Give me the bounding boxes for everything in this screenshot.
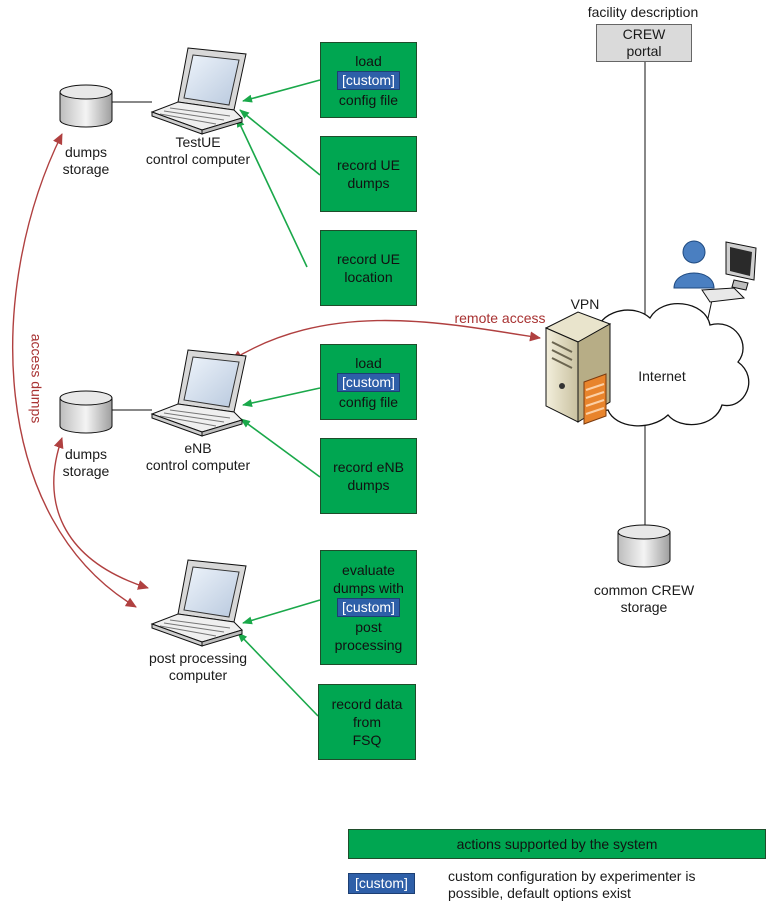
action-line: config file <box>338 393 399 410</box>
action-arrows <box>236 79 321 717</box>
action-line: from <box>353 714 381 730</box>
action-enb-load-config[interactable]: load [custom] config file <box>320 344 417 420</box>
legend-custom-row: [custom] <box>348 872 415 895</box>
label-line: computer <box>168 667 228 683</box>
action-line: evaluate <box>342 562 395 578</box>
action-line: record data <box>331 696 403 712</box>
server-icon <box>544 311 612 425</box>
label-line: post processing <box>148 650 248 666</box>
action-line: config file <box>338 91 399 108</box>
legend-custom-tag: [custom] <box>348 873 415 894</box>
action-evaluate-dumps[interactable]: evaluate dumps with [custom] post proces… <box>320 550 417 665</box>
action-line: location <box>344 269 393 285</box>
remote-access-arrow <box>231 319 541 361</box>
label-line: storage <box>62 463 110 479</box>
action-line: record UE <box>336 251 401 267</box>
arrow-enb-load <box>242 387 321 407</box>
laptop-icon <box>150 47 247 135</box>
label-line: control computer <box>145 151 251 167</box>
remote-access-label: remote access <box>454 310 546 326</box>
action-line: load <box>355 354 382 371</box>
facility-description-label: facility description <box>587 4 699 20</box>
laptop-icon <box>150 349 247 437</box>
label-line: control computer <box>145 457 251 473</box>
action-testue-load-config[interactable]: load [custom] config file <box>320 42 417 118</box>
enb-computer-label: eNB control computer <box>128 440 268 474</box>
custom-tag: [custom] <box>337 372 400 392</box>
laptop-icon <box>150 559 247 647</box>
dumps-storage-1-label: dumps storage <box>50 144 122 178</box>
action-record-enb-dumps[interactable]: record eNB dumps <box>320 438 417 514</box>
label-line: dumps <box>64 446 108 462</box>
action-line: dumps <box>347 175 390 191</box>
dumps-storage-2-label: dumps storage <box>50 446 122 480</box>
arrow-testue-dumps <box>239 109 321 176</box>
label-line: TestUE <box>175 134 221 150</box>
action-line: dumps with <box>333 580 404 596</box>
legend-desc-line: custom configuration by experimenter is <box>448 868 696 884</box>
legend-actions-text: actions supported by the system <box>456 836 658 852</box>
label-line: storage <box>62 161 110 177</box>
crew-portal-line-1: CREW <box>622 26 666 42</box>
arrow-enb-dumps <box>240 418 321 478</box>
action-record-fsq-data[interactable]: record data from FSQ <box>318 684 416 760</box>
label-line: dumps <box>64 144 108 160</box>
action-record-ue-location[interactable]: record UE location <box>320 230 417 306</box>
legend-desc-line: possible, default options exist <box>448 885 631 901</box>
legend-actions-box: actions supported by the system <box>348 829 766 859</box>
action-line: post <box>355 619 382 635</box>
access-dumps-label: access dumps <box>28 333 45 424</box>
internet-label: Internet <box>638 368 686 384</box>
common-storage-label: common CREW storage <box>574 582 714 616</box>
action-line: dumps <box>347 477 390 493</box>
label-line: eNB <box>184 440 212 456</box>
crew-portal-box[interactable]: CREW portal <box>596 24 692 62</box>
arrow-testue-location <box>236 117 308 268</box>
access-arrows <box>12 133 541 608</box>
custom-tag: [custom] <box>337 598 400 617</box>
crew-portal-line-2: portal <box>626 43 662 59</box>
cylinder-icon <box>59 390 113 434</box>
label-line: common CREW <box>593 582 695 598</box>
post-computer-label: post processing computer <box>128 650 268 684</box>
custom-tag: [custom] <box>337 70 400 90</box>
cylinder-icon <box>617 524 671 568</box>
label-line: storage <box>620 599 668 615</box>
access-dumps-arrow-storage2 <box>53 437 149 590</box>
testue-computer-label: TestUE control computer <box>128 134 268 168</box>
action-line: FSQ <box>352 732 382 748</box>
action-line: load <box>355 52 382 69</box>
action-line: record UE <box>336 157 401 173</box>
arrow-post-eval <box>242 599 321 625</box>
vpn-label: VPN <box>570 296 600 312</box>
action-record-ue-dumps[interactable]: record UE dumps <box>320 136 417 212</box>
legend-custom-description: custom configuration by experimenter is … <box>448 868 695 902</box>
arrow-testue-load <box>242 79 321 103</box>
action-line: record eNB <box>333 459 404 475</box>
cylinder-icon <box>59 84 113 128</box>
arrow-post-fsq <box>237 632 319 717</box>
user-workstation-icon <box>673 240 757 303</box>
action-line: processing <box>334 637 403 653</box>
